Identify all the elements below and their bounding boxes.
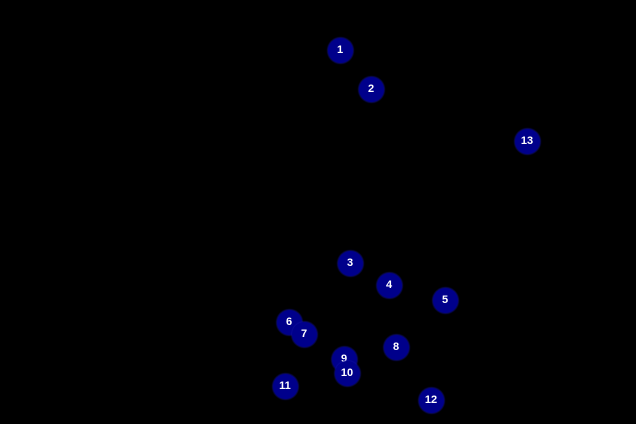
map-marker-label: 2 — [367, 82, 375, 95]
map-marker-label: 11 — [279, 379, 291, 392]
map-marker-label: 5 — [441, 293, 449, 306]
map-marker-2[interactable]: 2 — [358, 76, 384, 102]
map-marker-11[interactable]: 11 — [272, 373, 298, 399]
map-marker-label: 12 — [424, 393, 438, 406]
map-marker-12[interactable]: 12 — [418, 387, 444, 413]
map-marker-label: 8 — [392, 340, 400, 353]
map-marker-8[interactable]: 8 — [383, 334, 409, 360]
map-marker-label: 7 — [300, 327, 308, 340]
map-marker-label: 9 — [340, 352, 348, 365]
map-marker-label: 1 — [336, 43, 344, 56]
map-marker-4[interactable]: 4 — [376, 272, 402, 298]
map-marker-13[interactable]: 13 — [514, 128, 540, 154]
map-marker-7[interactable]: 7 — [291, 321, 317, 347]
map-marker-3[interactable]: 3 — [337, 250, 363, 276]
map-marker-label: 3 — [346, 256, 354, 269]
map-marker-label: 10 — [340, 366, 354, 379]
map-marker-6[interactable]: 6 — [276, 309, 302, 335]
map-marker-1[interactable]: 1 — [327, 37, 353, 63]
map-marker-10[interactable]: 10 — [334, 360, 360, 386]
map-marker-5[interactable]: 5 — [432, 287, 458, 313]
map-marker-label: 13 — [520, 134, 534, 147]
map-marker-label: 4 — [385, 278, 393, 291]
map-marker-label: 6 — [285, 315, 293, 328]
